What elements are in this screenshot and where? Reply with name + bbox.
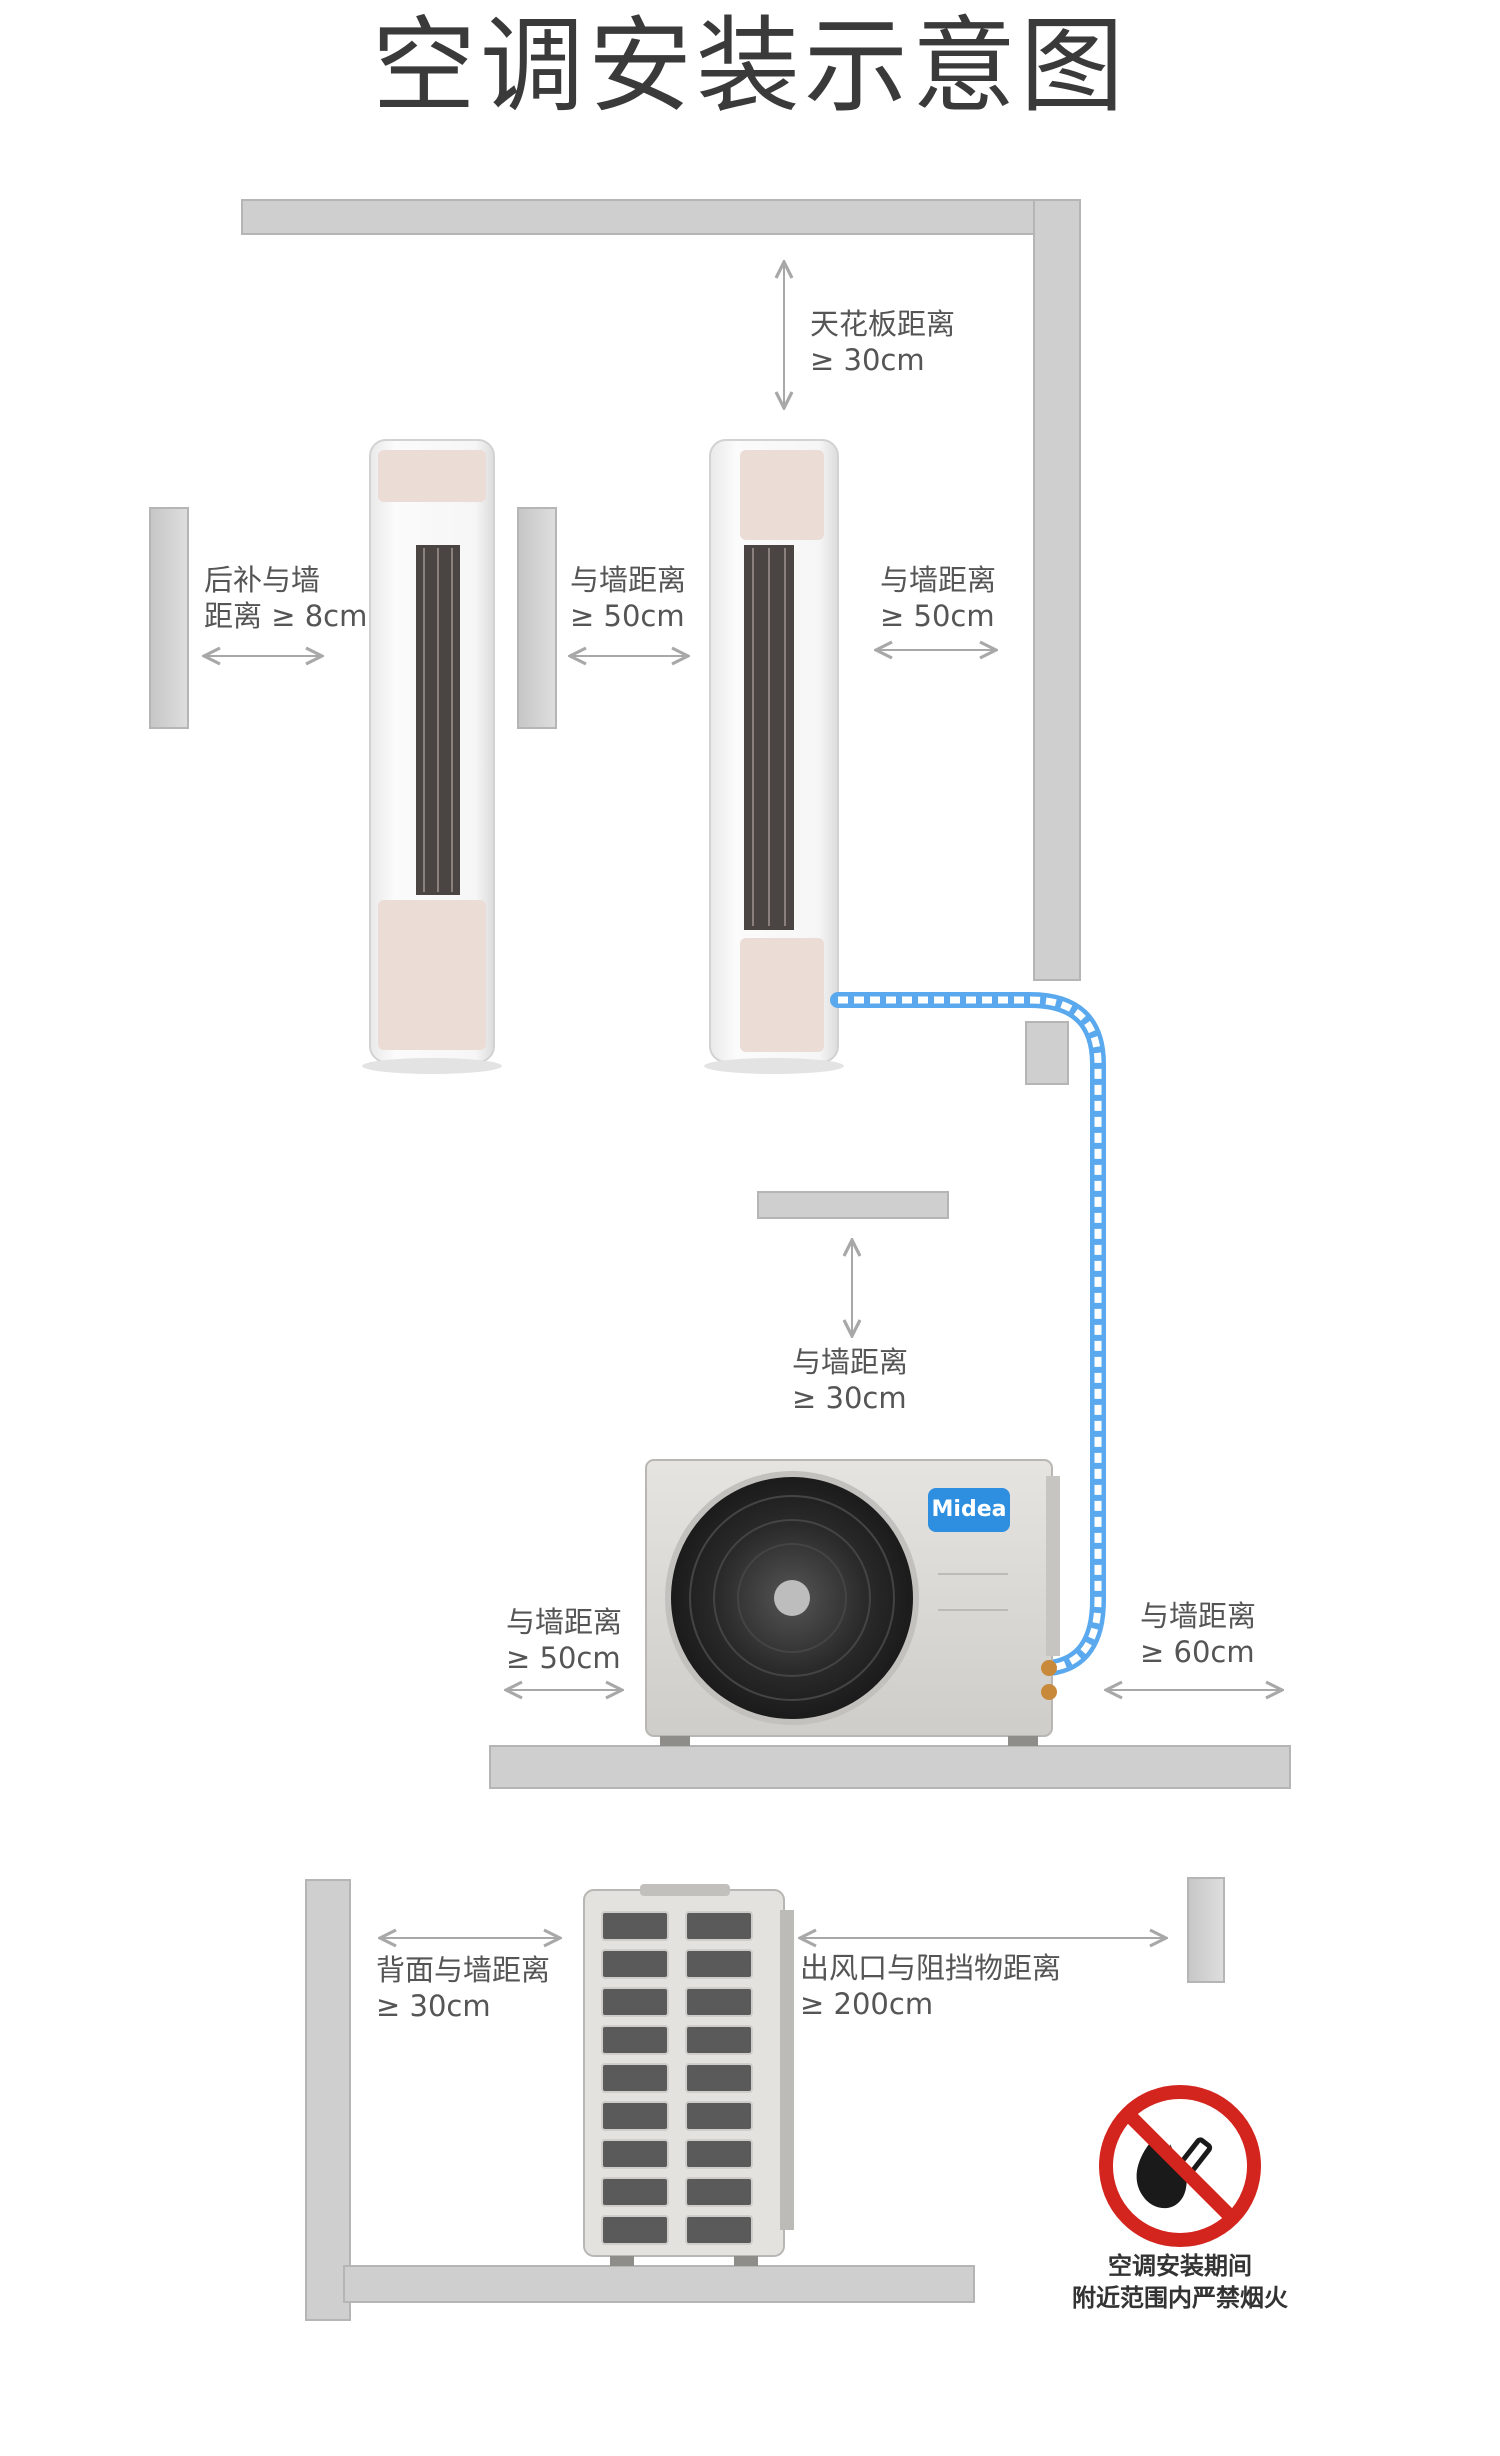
rear-wall-distance-title: 后补与墙 [204,563,321,597]
outdoor-left-distance-title: 与墙距离 [506,1605,623,1639]
side-wall-right-value: ≥ 50cm [880,599,995,633]
no-fire-warning-line1: 空调安装期间 [1108,2252,1252,2280]
dimension-arrows [204,262,1282,1938]
page-title: 空调安装示意图 [371,5,1128,127]
bottom-floor [343,2265,975,2303]
no-smoking-fire-icon [1099,2085,1261,2247]
side-wall-left-title: 与墙距离 [570,563,687,597]
side-wall-right-label: 与墙距离 ≥ 50cm [880,562,996,634]
side-wall-right-title: 与墙距离 [880,563,997,597]
outdoor-top-distance-title: 与墙距离 [792,1345,909,1379]
outdoor-back-distance-value: ≥ 30cm [376,1989,491,2023]
outdoor-top-distance-label: 与墙距离 ≥ 30cm [792,1344,908,1416]
outdoor-top-distance-value: ≥ 30cm [792,1381,907,1415]
outlet-clearance-label: 出风口与阻挡物距离 ≥ 200cm [800,1950,1061,2022]
rear-wall-distance-label: 后补与墙 距离 ≥ 8cm [204,562,367,634]
outdoor-left-distance-label: 与墙距离 ≥ 50cm [506,1604,622,1676]
outdoor-right-distance-value: ≥ 60cm [1140,1635,1255,1669]
rear-wall-stub-left [149,507,189,729]
side-wall-left-label: 与墙距离 ≥ 50cm [570,562,686,634]
bottom-obstacle-wall [1187,1877,1225,1983]
outdoor-right-distance-label: 与墙距离 ≥ 60cm [1140,1598,1256,1670]
outdoor-left-distance-value: ≥ 50cm [506,1641,621,1675]
outdoor-right-distance-title: 与墙距离 [1140,1599,1257,1633]
indoor-unit-left [362,439,502,1074]
rear-wall-distance-value: 距离 ≥ 8cm [204,599,368,633]
ceiling-wall [241,199,1081,235]
outdoor-unit-front [645,1459,1060,1746]
ceiling-distance-label: 天花板距离 ≥ 30cm [810,306,955,378]
right-wall [1025,199,1081,1085]
outdoor-floor-slab [489,1745,1291,1789]
bottom-back-wall [305,1879,351,2321]
outlet-clearance-title: 出风口与阻挡物距离 [800,1951,1062,1985]
outdoor-top-wall [757,1191,949,1219]
rear-wall-stub-middle [517,507,557,729]
outdoor-back-distance-title: 背面与墙距离 [376,1953,551,1987]
refrigerant-pipe [830,992,1106,1676]
outdoor-back-distance-label: 背面与墙距离 ≥ 30cm [376,1952,550,2024]
no-fire-warning-text: 空调安装期间 附近范围内严禁烟火 [1040,2250,1320,2314]
no-fire-warning-line2: 附近范围内严禁烟火 [1072,2284,1288,2312]
side-wall-left-value: ≥ 50cm [570,599,685,633]
indoor-unit-right [704,439,844,1074]
brand-logo: Midea [931,1497,1007,1522]
outdoor-unit-side [583,1884,794,2266]
ceiling-distance-value: ≥ 30cm [810,343,925,377]
outlet-clearance-value: ≥ 200cm [800,1987,934,2021]
ceiling-distance-title: 天花板距离 [810,307,956,341]
